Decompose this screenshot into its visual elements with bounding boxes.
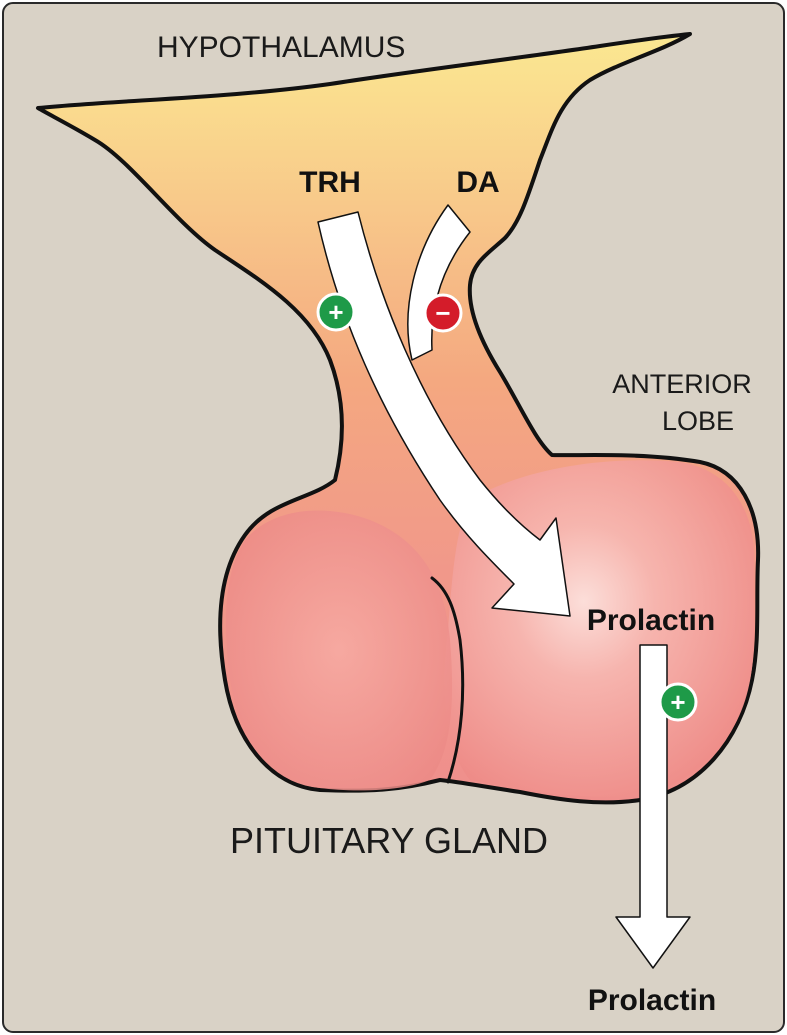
da-effect-sign: − — [435, 298, 450, 328]
hypothalamus-label: HYPOTHALAMUS — [157, 31, 405, 64]
release-stimulate-badge: + — [660, 684, 696, 720]
trh-effect-sign: + — [328, 297, 343, 327]
anterior-lobe-label-line2: LOBE — [662, 406, 734, 436]
release-effect-sign: + — [670, 687, 685, 717]
trh-label: TRH — [299, 166, 361, 199]
da-label: DA — [456, 166, 499, 199]
prolactin-gland-label: Prolactin — [587, 604, 715, 637]
da-inhibit-badge: − — [425, 295, 461, 331]
trh-stimulate-badge: + — [318, 294, 354, 330]
anterior-lobe-label-line1: ANTERIOR — [612, 369, 752, 399]
pituitary-gland-label: PITUITARY GLAND — [230, 820, 548, 861]
prolactin-output-label: Prolactin — [588, 984, 716, 1017]
